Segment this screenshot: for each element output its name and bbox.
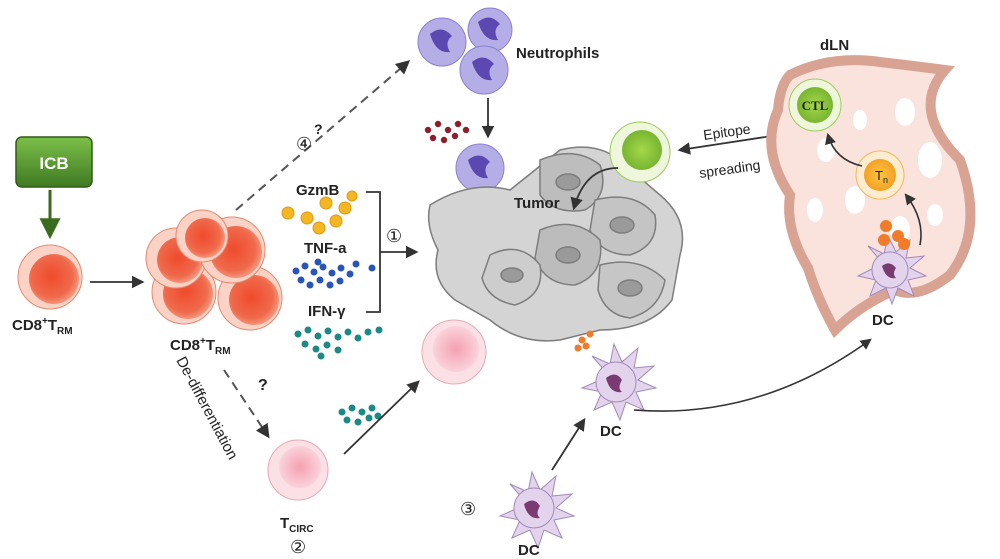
icb-label: ICB bbox=[39, 154, 68, 173]
marker-4: ④ bbox=[296, 134, 312, 154]
gzmb-granules bbox=[281, 190, 358, 235]
neutrophils-label: Neutrophils bbox=[516, 45, 599, 62]
dashed-arrow-tcirc bbox=[223, 369, 270, 439]
cd8-trm-left-label: CD8+TRM bbox=[12, 316, 73, 337]
dln-label: dLN bbox=[820, 37, 849, 54]
arrow-tcirc-to-cell bbox=[343, 380, 420, 455]
arrow-tn-to-ctl bbox=[825, 132, 863, 167]
dc-center-label: DC bbox=[600, 423, 622, 440]
trm-cell-left bbox=[17, 244, 83, 310]
arrow-dc-to-lymph-node bbox=[633, 338, 872, 412]
arrow-green-to-tumor bbox=[570, 167, 619, 211]
dc-lymph-node bbox=[856, 220, 928, 306]
dashed-arrow-neutrophils bbox=[235, 60, 411, 211]
dc-right-label: DC bbox=[872, 312, 894, 329]
neutrophil-granules bbox=[424, 120, 470, 144]
ifng-molecules bbox=[294, 326, 383, 360]
dc-bottom-label: DC bbox=[518, 542, 540, 559]
tnfa-molecules bbox=[292, 258, 376, 289]
marker-2: ② bbox=[290, 537, 306, 557]
tcirc-label: TCIRC bbox=[280, 515, 314, 535]
neutrophil-cluster bbox=[417, 7, 513, 95]
arrow-dc-bottom-up bbox=[551, 417, 586, 471]
dc-bottom bbox=[498, 470, 576, 550]
icb-box: ICB bbox=[15, 136, 93, 188]
trm-cell-cluster bbox=[145, 209, 283, 331]
cytokine-bracket bbox=[366, 191, 381, 313]
tcirc-cytokines bbox=[338, 404, 382, 426]
epitope-label: Epitope bbox=[702, 120, 751, 142]
naive-t-cell: Tn bbox=[855, 150, 905, 200]
pink-effector-cell bbox=[421, 319, 487, 385]
neutrophil-at-tumor bbox=[455, 143, 505, 193]
tumor-label: Tumor bbox=[514, 195, 560, 212]
spreading-label: spreading bbox=[698, 157, 761, 181]
gzmb-label: GzmB bbox=[296, 182, 340, 199]
marker-1: ① bbox=[386, 226, 402, 246]
tumor-mass bbox=[427, 146, 684, 342]
tcirc-cell bbox=[267, 439, 329, 501]
ctl-label: CTL bbox=[802, 98, 829, 113]
question-mid: ? bbox=[258, 377, 268, 394]
tnfa-label: TNF-a bbox=[304, 240, 347, 257]
cd8-trm-mid-label: CD8+TRM bbox=[170, 336, 231, 357]
tn-label: Tn bbox=[875, 168, 888, 185]
ifng-label: IFN-γ bbox=[308, 303, 346, 320]
dc-center bbox=[574, 330, 658, 422]
green-ctl-cell bbox=[609, 121, 671, 183]
marker-3: ③ bbox=[460, 499, 476, 519]
arrow-dc-to-tn bbox=[904, 193, 922, 246]
question-top: ? bbox=[314, 121, 323, 137]
dedifferentiation-label: De-differentiation bbox=[172, 354, 241, 463]
ctl-cell: CTL bbox=[788, 78, 842, 132]
